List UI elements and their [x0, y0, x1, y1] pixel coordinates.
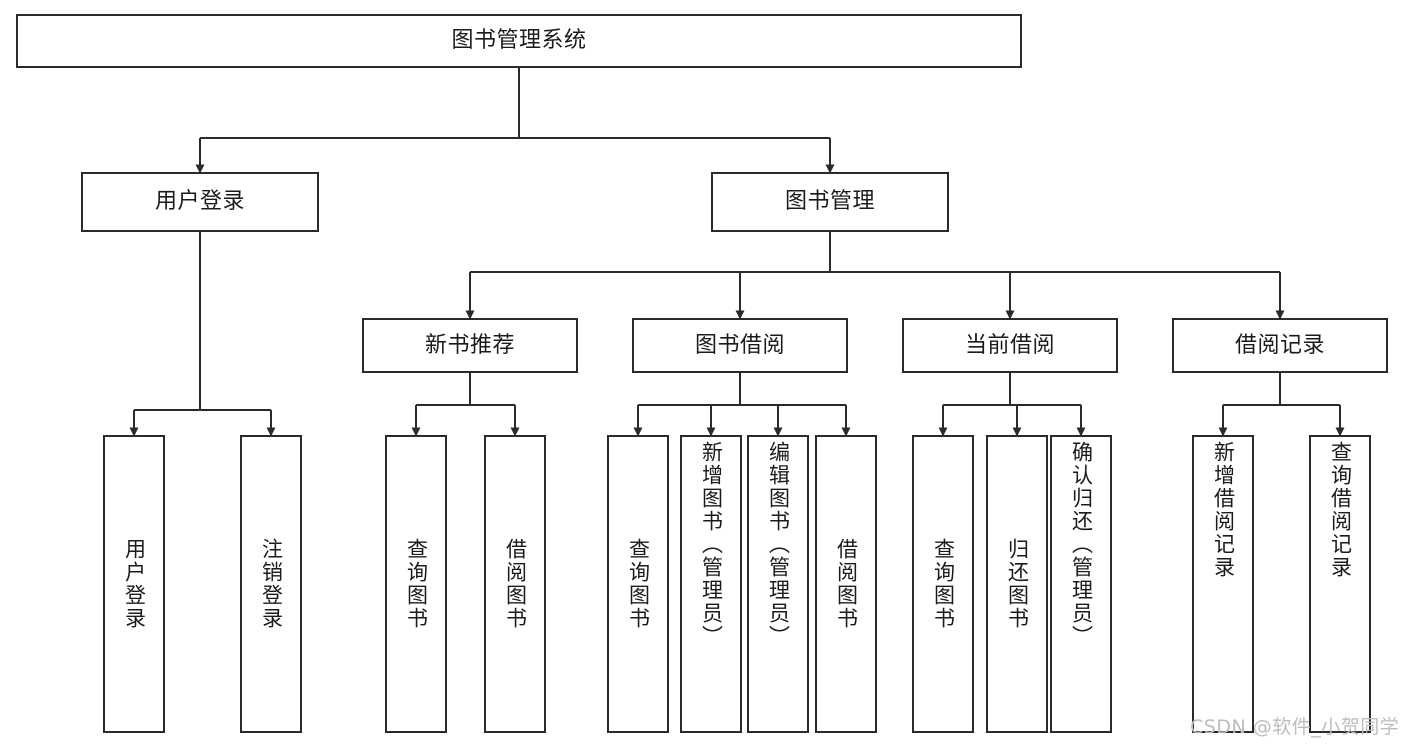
node-label: 归还图书	[1005, 538, 1030, 630]
node-label: 编辑图书（管理员）	[766, 441, 791, 648]
node-leaf-add-book[interactable]: 新增图书（管理员）	[680, 435, 742, 733]
node-borrow-record[interactable]: 借阅记录	[1172, 318, 1388, 373]
node-root-system[interactable]: 图书管理系统	[16, 14, 1022, 68]
node-leaf-return-book[interactable]: 归还图书	[986, 435, 1048, 733]
node-book-borrow[interactable]: 图书借阅	[632, 318, 848, 373]
node-label: 新增借阅记录	[1211, 441, 1236, 579]
node-label: 图书管理系统	[451, 28, 587, 54]
node-label: 查询图书	[931, 538, 956, 630]
node-leaf-borrow-book-bor[interactable]: 借阅图书	[815, 435, 877, 733]
node-leaf-logout[interactable]: 注销登录	[240, 435, 302, 733]
node-label: 注销登录	[259, 538, 284, 630]
node-book-manage[interactable]: 图书管理	[711, 172, 949, 232]
node-label: 新增图书（管理员）	[699, 441, 724, 648]
node-label: 图书借阅	[694, 332, 785, 358]
node-leaf-query-book-rec[interactable]: 查询图书	[385, 435, 447, 733]
node-label: 查询图书	[626, 538, 651, 630]
node-label: 新书推荐	[424, 332, 515, 358]
node-label: 查询借阅记录	[1328, 441, 1353, 579]
node-label: 用户登录	[154, 189, 245, 215]
node-current-borrow[interactable]: 当前借阅	[902, 318, 1118, 373]
node-leaf-query-book-cur[interactable]: 查询图书	[912, 435, 974, 733]
node-leaf-edit-book[interactable]: 编辑图书（管理员）	[747, 435, 809, 733]
node-label: 确认归还（管理员）	[1069, 441, 1094, 648]
node-label: 借阅图书	[834, 538, 859, 630]
node-leaf-query-book-bor[interactable]: 查询图书	[607, 435, 669, 733]
node-leaf-borrow-book-rec[interactable]: 借阅图书	[484, 435, 546, 733]
node-new-book-rec[interactable]: 新书推荐	[362, 318, 578, 373]
csdn-watermark: CSDN @软件_小贺同学	[1190, 716, 1400, 738]
node-leaf-confirm-return[interactable]: 确认归还（管理员）	[1050, 435, 1112, 733]
node-leaf-add-record[interactable]: 新增借阅记录	[1192, 435, 1254, 733]
node-label: 借阅记录	[1234, 332, 1325, 358]
node-label: 借阅图书	[503, 538, 528, 630]
node-label: 图书管理	[784, 189, 875, 215]
node-leaf-user-login[interactable]: 用户登录	[103, 435, 165, 733]
node-label: 用户登录	[122, 538, 147, 630]
node-leaf-query-record[interactable]: 查询借阅记录	[1309, 435, 1371, 733]
node-label: 查询图书	[404, 538, 429, 630]
node-user-login[interactable]: 用户登录	[81, 172, 319, 232]
node-label: 当前借阅	[964, 332, 1055, 358]
